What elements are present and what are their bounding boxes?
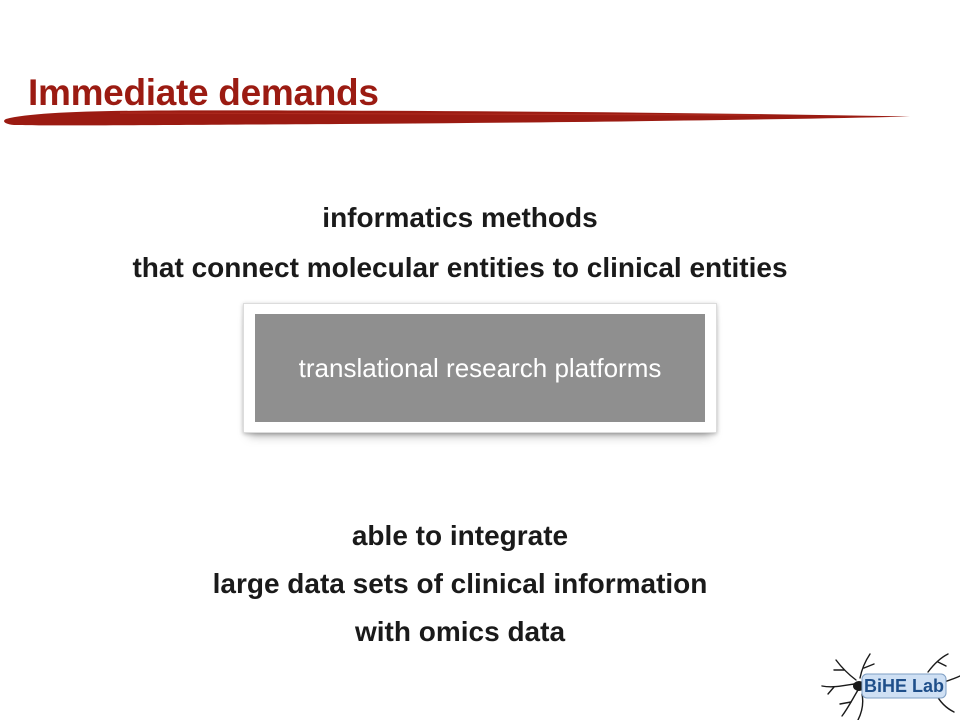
slide-title: Immediate demands xyxy=(28,72,379,113)
title-underline-stroke xyxy=(4,110,911,126)
top-line-2: that connect molecular entities to clini… xyxy=(132,252,788,283)
logo-text: BiHE Lab xyxy=(864,676,944,696)
platform-card: translational research platforms xyxy=(243,303,717,433)
top-line-1: informatics methods xyxy=(322,202,598,233)
bihe-lab-logo: BiHE Lab xyxy=(818,650,960,720)
bottom-line-3: with omics data xyxy=(354,616,566,647)
platform-box: translational research platforms xyxy=(255,314,705,422)
bottom-line-2: large data sets of clinical information xyxy=(212,568,708,599)
top-text-block: informatics methods that connect molecul… xyxy=(0,193,920,293)
platform-label: translational research platforms xyxy=(298,352,662,383)
bottom-text-block: able to integrate large data sets of cli… xyxy=(0,512,920,656)
bottom-line-1: able to integrate xyxy=(351,520,569,551)
neuron-logo-graphic: BiHE Lab xyxy=(821,653,960,720)
